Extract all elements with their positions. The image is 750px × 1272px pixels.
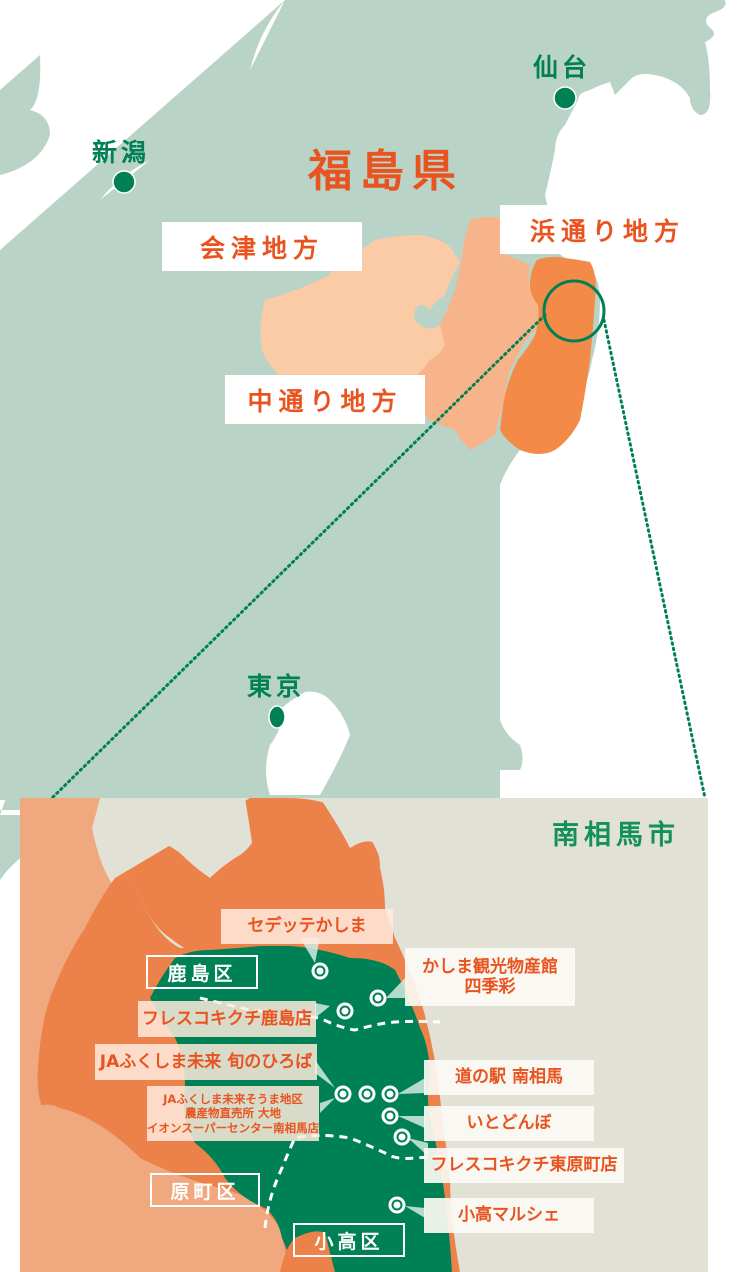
inset-title: 南相馬市 bbox=[552, 820, 680, 851]
region-label-hamadori: 浜通り地方 bbox=[500, 205, 715, 254]
city-label-tokyo: 東京 bbox=[247, 672, 306, 701]
region-label-aizu: 会津地方 bbox=[162, 222, 362, 271]
city-dot-sendai bbox=[553, 86, 577, 110]
spot-name: 小高マルシェ bbox=[458, 1205, 560, 1226]
spot-name-line2: 農産物直売所 大地 bbox=[184, 1106, 281, 1121]
callout-odaka-marche: 小高マルシェ bbox=[424, 1198, 594, 1233]
city-dot-tokyo bbox=[268, 705, 286, 729]
callout-sedette-kashima: セデッテかしま bbox=[221, 909, 393, 944]
connector-line-left bbox=[48, 313, 547, 802]
spot-name: いとどんぼ bbox=[466, 1113, 552, 1134]
callout-fresco-haramachi: フレスコキクチ東原町店 bbox=[424, 1148, 624, 1183]
land-mass bbox=[0, 55, 50, 175]
spot-name-line3: イオンスーパーセンター南相馬店 bbox=[146, 1120, 320, 1135]
callout-itodonbo: いとどんぼ bbox=[424, 1106, 594, 1141]
region-hamadori-shape bbox=[500, 256, 596, 454]
spot-name: JAふくしま未来そうま地区 bbox=[163, 1091, 303, 1106]
focus-circle bbox=[542, 279, 606, 343]
ward-label-haramachi: 原町区 bbox=[150, 1173, 260, 1207]
ward-boundary-south bbox=[263, 1134, 461, 1229]
city-label-sendai: 仙台 bbox=[533, 53, 592, 82]
region-aizu-shape bbox=[260, 235, 460, 400]
spot-name: 道の駅 南相馬 bbox=[455, 1067, 563, 1088]
spot-name: セデッテかしま bbox=[247, 916, 367, 937]
inset-map: 南相馬市 鹿島区 原町区 小高区 セデッテかしま かしま観光物産館 四季彩 フレ… bbox=[20, 798, 708, 1272]
spot-name-line2: 四季彩 bbox=[464, 977, 516, 997]
callout-fresco-kashima: フレスコキクチ鹿島店 bbox=[138, 1001, 316, 1037]
sea bbox=[266, 691, 350, 795]
region-label-nakadori: 中通り地方 bbox=[225, 375, 425, 424]
spot-name: フレスコキクチ東原町店 bbox=[430, 1155, 618, 1176]
city-label-niigata: 新潟 bbox=[92, 138, 151, 167]
connector-line-right bbox=[602, 318, 707, 800]
region-nakadori-shape bbox=[395, 216, 542, 450]
inset-map-shapes bbox=[20, 798, 708, 1272]
callout-ja-daichi-aeon: JAふくしま未来そうま地区 農産物直売所 大地 イオンスーパーセンター南相馬店 bbox=[147, 1086, 319, 1141]
prefecture-title: 福島県 bbox=[308, 146, 464, 197]
inset-southwest-area bbox=[20, 1104, 290, 1272]
ward-label-kashima: 鹿島区 bbox=[146, 955, 258, 989]
callout-ja-hiroba: JAふくしま未来 旬のひろば bbox=[95, 1044, 317, 1080]
spot-name: JAふくしま未来 旬のひろば bbox=[99, 1051, 313, 1072]
ward-label-odaka: 小高区 bbox=[293, 1223, 405, 1257]
spot-name: フレスコキクチ鹿島店 bbox=[142, 1008, 312, 1029]
callout-michinoeki: 道の駅 南相馬 bbox=[424, 1060, 594, 1095]
spot-name: かしま観光物産館 bbox=[422, 956, 558, 977]
inset-land-gap bbox=[100, 798, 252, 878]
callout-kashima-shikisai: かしま観光物産館 四季彩 bbox=[405, 948, 575, 1006]
city-dot-niigata bbox=[112, 170, 136, 194]
